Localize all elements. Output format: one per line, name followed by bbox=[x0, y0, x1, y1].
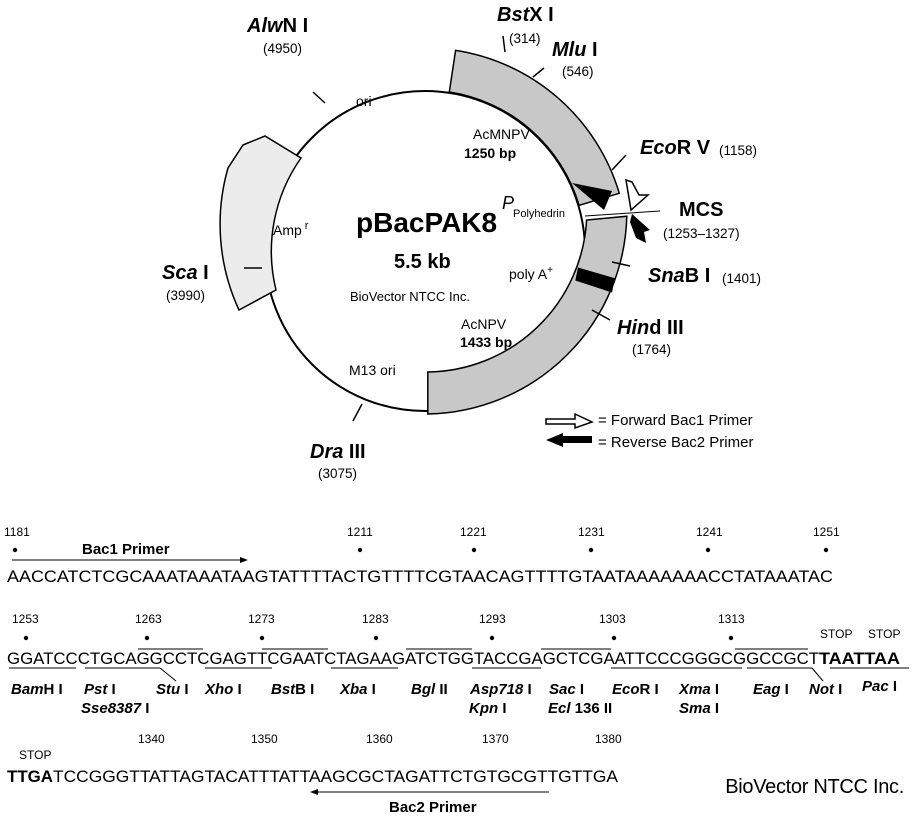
site-mlu-label: Mlu I bbox=[552, 39, 598, 61]
enzyme-bamh: BamH I bbox=[11, 681, 63, 698]
sequence-text-1: AACCATCTCGCAAATAAATAAGTATTTTACTGTTTTCGTA… bbox=[7, 568, 833, 586]
position-dots bbox=[12, 547, 829, 553]
stop-label: STOP bbox=[19, 748, 51, 762]
site-bstx-pos: (314) bbox=[509, 31, 541, 46]
acmnpv-label: AcMNPV bbox=[473, 126, 530, 142]
m13-label: M13 ori bbox=[349, 362, 396, 378]
pos-number: 1313 bbox=[718, 612, 745, 626]
pos-number: 1253 bbox=[12, 612, 39, 626]
promoter-p-label: P bbox=[502, 193, 514, 213]
enzyme-xho: Xho I bbox=[204, 681, 242, 698]
pos-number: 1251 bbox=[813, 525, 840, 539]
enzyme-sac: Sac I bbox=[549, 681, 584, 698]
acnpv-size: 1433 bp bbox=[460, 334, 512, 350]
pos-number: 1360 bbox=[366, 732, 393, 746]
enzyme-sse8387: Sse8387 I bbox=[81, 700, 149, 717]
position-dots bbox=[23, 635, 734, 641]
enzyme-pac: Pac I bbox=[862, 678, 897, 695]
site-ecorv-pos: (1158) bbox=[719, 143, 757, 158]
pos-number: 1263 bbox=[135, 612, 162, 626]
ori-label: ori bbox=[356, 93, 372, 109]
legend-forward-icon bbox=[545, 412, 594, 430]
sequence-text-2: GGATCCCTGCAGGCCTCGAGTTCGAATCTAGAAGATCTGG… bbox=[7, 650, 900, 668]
sequence-line-2: 1253 1263 1273 1283 1293 1303 1313 STOP … bbox=[7, 612, 909, 717]
enzyme-pst: Pst I bbox=[84, 681, 116, 698]
site-sca-pos: (3990) bbox=[166, 288, 205, 303]
acmnpv-size: 1250 bp bbox=[464, 145, 516, 161]
sequence-text-3: TTGATCCGGGTTATTAGTACATTTATTAAGCGCTAGATTC… bbox=[7, 768, 618, 786]
plasmid-name: pBacPAK8 bbox=[356, 207, 497, 238]
pos-number: 1221 bbox=[460, 525, 487, 539]
enzyme-eag: Eag I bbox=[753, 681, 789, 698]
site-hind-label: Hind III bbox=[617, 317, 684, 339]
plasmid-size: 5.5 kb bbox=[394, 251, 451, 273]
mcs-range: (1253–1327) bbox=[663, 226, 740, 241]
site-bstx-label: BstX I bbox=[497, 4, 554, 26]
stop-label: STOP bbox=[868, 627, 900, 641]
legend-reverse-text: = Reverse Bac2 Primer bbox=[598, 434, 753, 451]
ampr-segment bbox=[219, 135, 303, 312]
enzyme-ecori: EcoR I bbox=[612, 681, 659, 698]
sequence-line-1: 1181 1211 1221 1231 1241 1251 Bac1 Prime… bbox=[4, 525, 840, 586]
enzyme-ecl136: Ecl 136 II bbox=[548, 700, 612, 717]
pos-number: 1380 bbox=[595, 732, 622, 746]
enzyme-not: Not I bbox=[809, 681, 842, 698]
site-snab-pos: (1401) bbox=[722, 271, 761, 286]
site-alwn-pos: (4950) bbox=[263, 41, 302, 56]
pos-number: 1231 bbox=[578, 525, 605, 539]
bac1-primer-label: Bac1 Primer bbox=[82, 541, 170, 558]
enzyme-xma: Xma I bbox=[678, 681, 719, 698]
pos-number: 1370 bbox=[482, 732, 509, 746]
enzyme-bstb: BstB I bbox=[271, 681, 314, 698]
footer-brand: BioVector NTCC Inc. bbox=[725, 776, 904, 798]
forward-primer-marker bbox=[625, 178, 650, 212]
polyhedrin-promoter-arrow bbox=[572, 183, 612, 210]
pos-number: 1273 bbox=[248, 612, 275, 626]
promoter-name: Polyhedrin bbox=[513, 208, 565, 220]
pos-number: 1181 bbox=[4, 525, 30, 539]
pos-number: 1211 bbox=[347, 525, 373, 539]
site-ticks bbox=[244, 35, 631, 422]
polya-label: poly A+ bbox=[509, 265, 553, 282]
sequence-line-3: STOP 1340 1350 1360 1370 1380 TTGATCCGGG… bbox=[7, 732, 622, 816]
enzyme-stu: Stu I bbox=[156, 681, 189, 698]
pos-number: 1303 bbox=[599, 612, 626, 626]
enzyme-sma: Sma I bbox=[679, 700, 719, 717]
legend-reverse-icon bbox=[546, 433, 592, 447]
bac2-primer-arrowhead bbox=[310, 789, 318, 795]
acnpv-label: AcNPV bbox=[461, 316, 507, 332]
legend-forward-text: = Forward Bac1 Primer bbox=[598, 412, 753, 429]
polya-band bbox=[575, 267, 615, 293]
plasmid-owner: BioVector NTCC Inc. bbox=[350, 289, 470, 304]
enzyme-kpn: Kpn I bbox=[469, 700, 507, 717]
pos-number: 1293 bbox=[479, 612, 506, 626]
mcs-label: MCS bbox=[679, 199, 723, 221]
pos-number: 1283 bbox=[362, 612, 389, 626]
pos-number: 1350 bbox=[251, 732, 278, 746]
site-dra-label: Dra III bbox=[310, 441, 366, 463]
pos-number: 1241 bbox=[696, 525, 723, 539]
site-snab-label: SnaB I bbox=[648, 265, 710, 287]
acmnpv-segment bbox=[448, 49, 621, 207]
reverse-primer-marker bbox=[630, 214, 650, 243]
bac2-primer-label: Bac2 Primer bbox=[389, 799, 477, 816]
mcs-line bbox=[584, 210, 661, 217]
enzyme-xba: Xba I bbox=[339, 681, 376, 698]
stop-label: STOP bbox=[820, 627, 852, 641]
enzyme-site-lines bbox=[9, 648, 909, 682]
enzyme-bgl: Bgl II bbox=[411, 681, 448, 698]
enzyme-asp718: Asp718 I bbox=[469, 681, 532, 698]
site-mlu-pos: (546) bbox=[562, 64, 594, 79]
site-alwn-label: AlwN I bbox=[246, 15, 308, 37]
acnpv-segment bbox=[427, 215, 628, 415]
site-dra-pos: (3075) bbox=[318, 466, 357, 481]
site-hind-pos: (1764) bbox=[632, 342, 671, 357]
pos-number: 1340 bbox=[138, 732, 165, 746]
site-sca-label: Sca I bbox=[162, 262, 209, 284]
site-ecorv-label: EcoR V bbox=[640, 137, 711, 159]
bac1-primer-arrowhead bbox=[240, 557, 248, 563]
